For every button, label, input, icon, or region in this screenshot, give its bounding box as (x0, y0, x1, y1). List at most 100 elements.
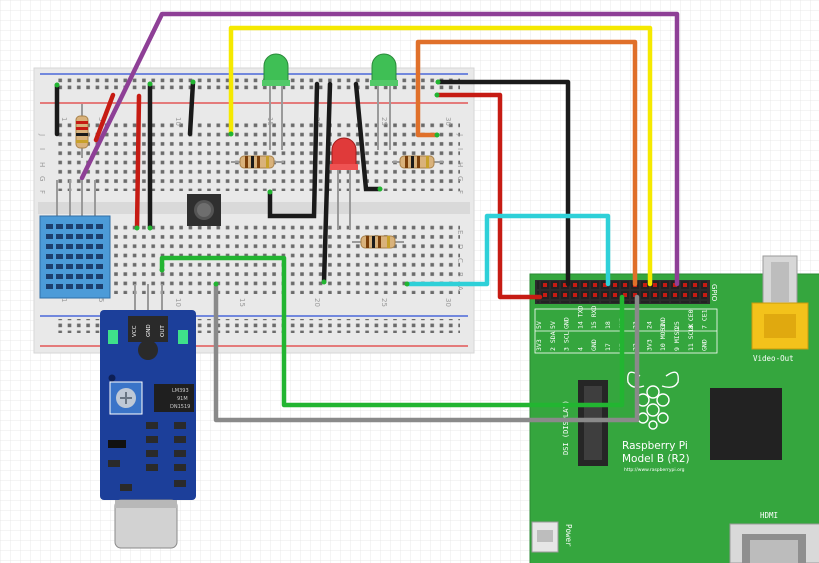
smd-component (174, 422, 186, 429)
smd-component (174, 436, 186, 443)
jumper-black-3 (187, 79, 196, 137)
wire-gray (213, 281, 640, 423)
row-label-d-right: D (456, 244, 464, 249)
chip-text-2: 91M (177, 396, 188, 402)
dht-vent-slot (96, 274, 103, 279)
push-button (187, 194, 221, 226)
gpio-pin-label-bottom-9: 10 MOSI (659, 324, 667, 351)
dht-vent-slot (66, 284, 73, 289)
smd-component (174, 464, 186, 471)
jumper-red-1 (93, 92, 116, 143)
row-label-a-right: A (456, 286, 464, 291)
column-number-5-bottom: 5 (97, 298, 105, 302)
dht-vent-slot (96, 284, 103, 289)
dht-vent-slot (46, 234, 53, 239)
gpio-pin-label-top-12: 7 CE1 (701, 309, 709, 329)
led-green-2 (370, 53, 398, 150)
gpio-pin-label-top-4: 15 RXD (590, 305, 598, 329)
dht-vent-slot (56, 284, 63, 289)
dht-vent-slot (66, 224, 73, 229)
gpio-label: GPIO (710, 284, 718, 302)
dht-vent-slot (66, 234, 73, 239)
gpio-pins (537, 281, 707, 303)
smd-component (174, 450, 186, 457)
gpio-pin-label-top-5: 18 (604, 321, 612, 329)
row-label-f-left: F (38, 190, 46, 194)
row-label-c-right: C (456, 258, 464, 263)
resistor-vertical (75, 104, 89, 158)
dht-vent-slot (96, 234, 103, 239)
wire-yellow (228, 25, 653, 287)
row-label-h-left: H (38, 162, 46, 167)
dht-vent-slot (96, 254, 103, 259)
gpio-pin-label-top-1: 5V (549, 321, 557, 329)
dht-vent-slot (86, 224, 93, 229)
led-red (330, 137, 358, 230)
dht-vent-slot (46, 264, 53, 269)
lm393-chip (154, 384, 194, 412)
dht-vent-slot (66, 244, 73, 249)
gpio-pin-label-top-8: 24 (645, 321, 653, 329)
dht-vent-slot (46, 244, 53, 249)
smd-component (146, 436, 158, 443)
dht-vent-slot (56, 254, 63, 259)
column-number-5-top: 5 (97, 117, 105, 121)
center-channel (38, 202, 470, 214)
dht-vent-slot (76, 264, 83, 269)
gpio-pin-label-strip (534, 308, 718, 354)
dht-vent-slot (66, 274, 73, 279)
wire-red-to-5v (434, 92, 543, 300)
gpio-pin-label-bottom-10: 9 MISO (673, 327, 681, 351)
wire-orange (415, 39, 638, 287)
pin-label-out: OUT (160, 325, 166, 337)
dsi-label: DSI (DISPLAY) (562, 400, 570, 455)
dht-vent-slot (56, 224, 63, 229)
gpio-pin-label-top-2: GND (563, 317, 571, 329)
pi-url: http://www.raspberrypi.org (624, 467, 685, 473)
row-label-f-right: F (456, 190, 464, 194)
gpio-pin-label-top-0: 5V (535, 321, 543, 329)
column-number-10-bottom: 10 (174, 298, 182, 307)
dht-vent-slot (46, 254, 53, 259)
dht-vent-slot (86, 254, 93, 259)
gpio-pin-label-bottom-3: 4 (576, 347, 584, 351)
dht-vent-slot (76, 224, 83, 229)
hdmi-label: HDMI (760, 511, 778, 520)
dht-vent-slot (46, 284, 53, 289)
row-label-g-left: G (38, 176, 46, 181)
column-number-10-top: 10 (174, 117, 182, 126)
smd-component (146, 422, 158, 429)
jumper-black-5 (321, 81, 333, 285)
column-number-30-bottom: 30 (444, 298, 452, 307)
column-number-30-top: 30 (444, 117, 452, 126)
smd-component (146, 450, 158, 457)
row-label-h-right: H (456, 162, 464, 167)
pi-model-name: Raspberry Pi (622, 440, 688, 452)
gpio-pin-label-bottom-12: GND (701, 339, 709, 351)
dht-vent-slot (86, 274, 93, 279)
gpio-pin-label-top-11: 8 CE0 (687, 309, 695, 329)
gpio-pin-label-bottom-11: 11 SCLK (687, 324, 695, 351)
dht-vent-slot (56, 274, 63, 279)
pin-label-vcc: VCC (132, 325, 138, 337)
gpio-pin-label-top-10: 25 (673, 321, 681, 329)
gpio-pin-label-bottom-8: 3V3 (645, 339, 653, 351)
dht-vent-slot (76, 244, 83, 249)
column-number-25-bottom: 25 (380, 298, 388, 307)
dht-sensor (39, 180, 111, 299)
gpio-pin-label-bottom-0: 3V3 (535, 339, 543, 351)
smd-component (108, 460, 120, 467)
row-label-b-right: B (456, 272, 464, 277)
wire-purple (79, 11, 680, 287)
led-green-1 (262, 53, 290, 150)
dht-vent-slot (96, 244, 103, 249)
raspberry-logo-icon (627, 371, 679, 430)
pin-label-gnd: GND (146, 324, 152, 337)
row-label-i-right: I (456, 148, 464, 150)
dht-vent-slot (66, 254, 73, 259)
dht-vent-slot (76, 274, 83, 279)
sound-sensor-pcb (100, 310, 196, 500)
dht-vent-slot (86, 264, 93, 269)
